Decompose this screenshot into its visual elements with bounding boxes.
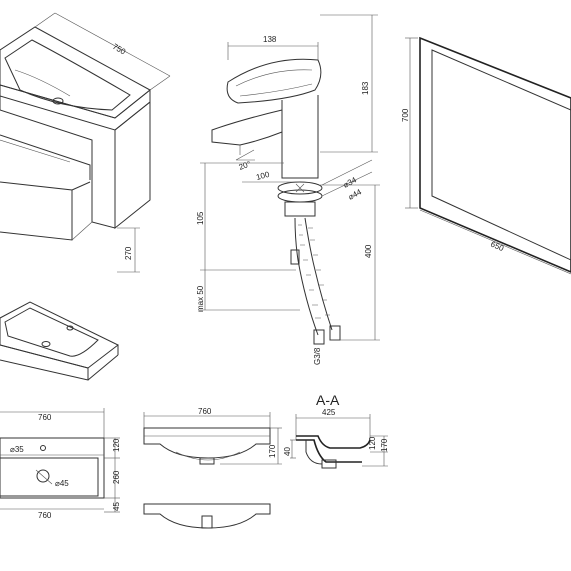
faucet-max-thickness-dim: max 50 bbox=[196, 285, 205, 312]
basin-isometric-view bbox=[0, 301, 119, 381]
basin-top-drain-diameter: ⌀45 bbox=[55, 479, 69, 488]
basin-top-dim-260: 260 bbox=[112, 470, 121, 484]
basin-section-height-dim: 170 bbox=[380, 438, 389, 452]
basin-front-width-dim: 760 bbox=[198, 407, 212, 416]
faucet-hole-diameter-1: ⌀34 bbox=[342, 175, 359, 190]
mirror-height-dim: 700 bbox=[401, 108, 410, 122]
basin-section-view: 425 40 120 170 bbox=[283, 408, 389, 469]
faucet-spout-angle-dim: 20° bbox=[238, 159, 252, 172]
faucet-hole-diameter-2: ⌀44 bbox=[347, 187, 364, 202]
basin-front-height-dim: 170 bbox=[268, 444, 277, 458]
basin-section-dim-40: 40 bbox=[283, 447, 292, 456]
basin-top-overflow-diameter: ⌀35 bbox=[10, 445, 24, 454]
cabinet-width-dim: 750 bbox=[111, 42, 128, 57]
section-label: A-A bbox=[316, 392, 340, 408]
basin-top-width-dim-top: 760 bbox=[38, 413, 52, 422]
basin-front-view: 760 170 bbox=[143, 407, 282, 529]
faucet-spout-length-dim: 100 bbox=[255, 170, 271, 182]
cabinet-drawer-height-dim: 270 bbox=[124, 246, 133, 260]
basin-section-depth-dim: 425 bbox=[322, 408, 336, 417]
basin-top-view: 760 ⌀35 ⌀45 120 260 45 760 bbox=[0, 408, 121, 520]
faucet-hose-length-dim: 400 bbox=[364, 244, 373, 258]
basin-section-dim-120: 120 bbox=[368, 436, 377, 450]
faucet-height-dim: 183 bbox=[361, 81, 370, 95]
faucet-view: 20° 100 138 183 105 max 50 G3/8 bbox=[196, 14, 380, 365]
mirror-view: 700 650 bbox=[401, 36, 571, 275]
basin-top-dim-120: 120 bbox=[112, 438, 121, 452]
basin-top-dim-45: 45 bbox=[112, 502, 121, 511]
faucet-thread-label: G3/8 bbox=[313, 347, 322, 365]
mirror-width-dim: 650 bbox=[489, 240, 505, 254]
faucet-body-height-dim: 105 bbox=[196, 211, 205, 225]
basin-top-width-dim-bottom: 760 bbox=[38, 511, 52, 520]
cabinet-isometric-view: 750 270 bbox=[0, 12, 171, 273]
faucet-reach-dim: 138 bbox=[263, 35, 277, 44]
